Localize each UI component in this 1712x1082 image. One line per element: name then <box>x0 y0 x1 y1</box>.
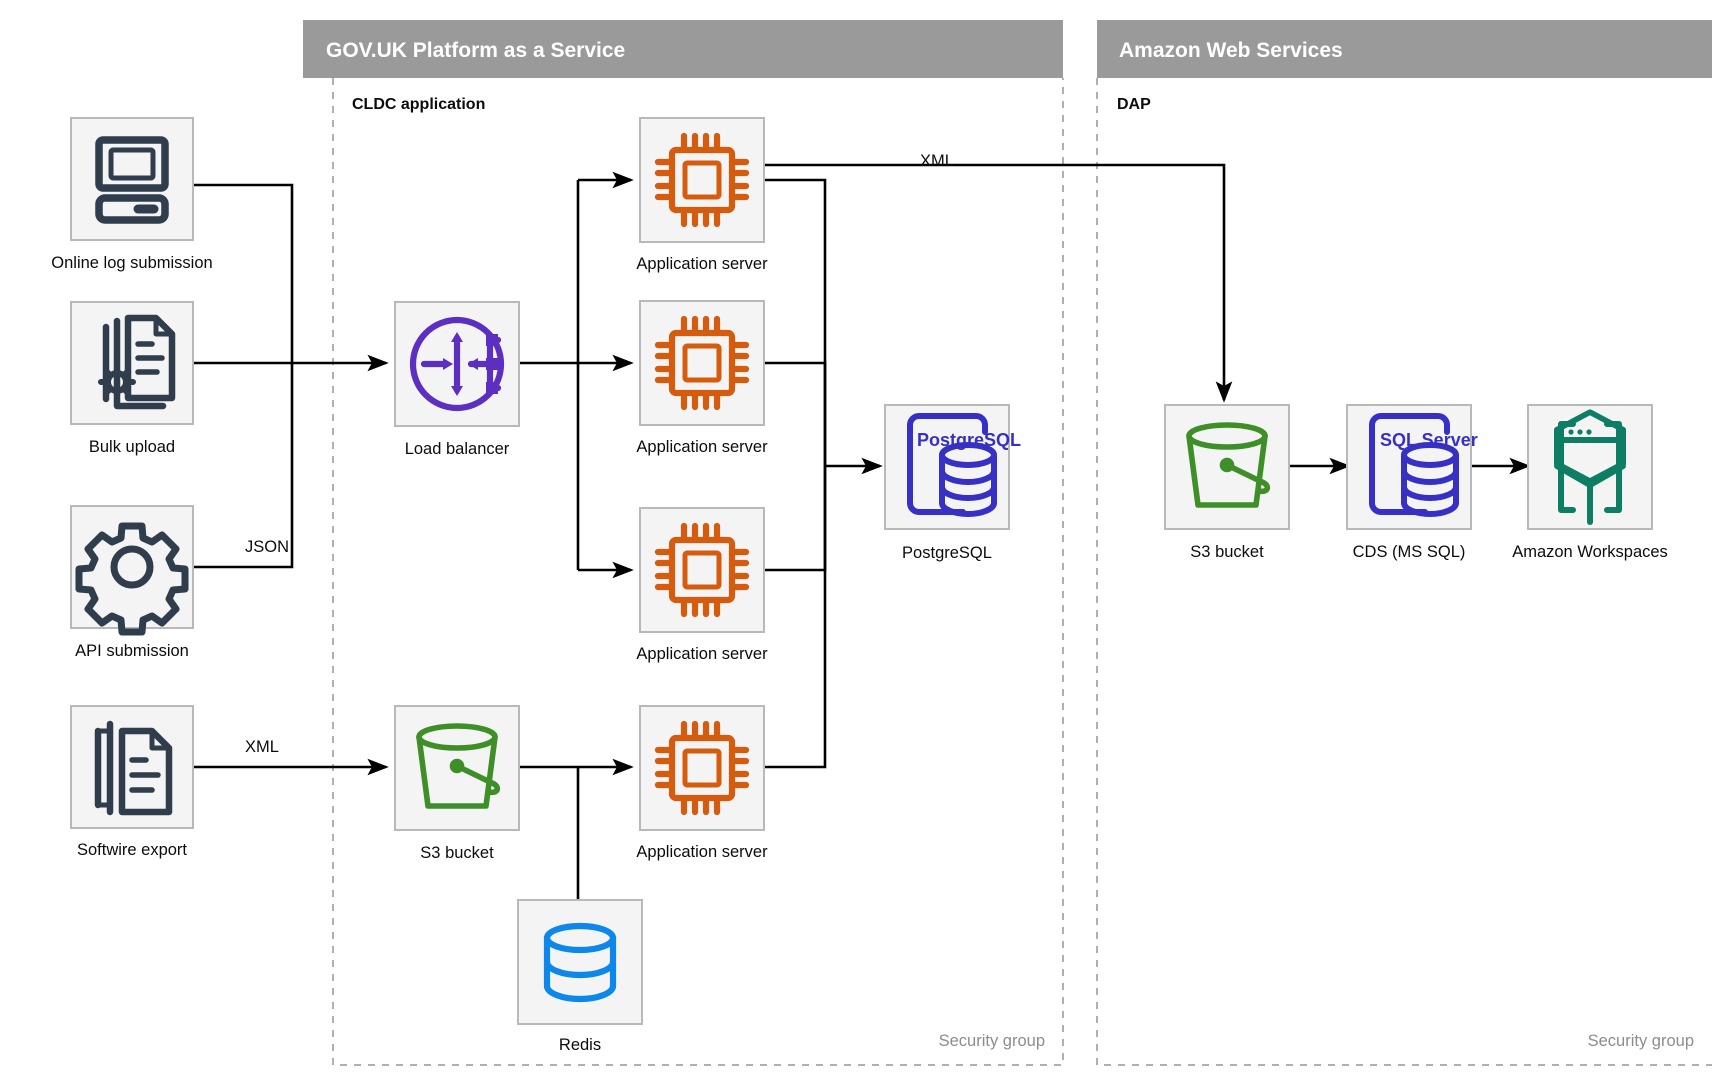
edge-app-server-1-to-dap-s3 <box>762 163 1233 403</box>
app-server-2-label: Application server <box>636 438 768 456</box>
s3-bucket-aws-label: S3 bucket <box>1190 543 1264 561</box>
app-server-4-icon-box <box>639 705 765 831</box>
xml-edge-label-dap: XML <box>920 152 954 170</box>
edge-app-server-3-to-pg-bus <box>762 466 827 572</box>
cds-ms-sql-label: CDS (MS SQL) <box>1353 543 1466 561</box>
aws-security-group-label: Security group <box>1588 1032 1694 1050</box>
bucket-icon <box>416 723 501 809</box>
paas-security-group-boundary <box>332 78 1064 1066</box>
load-balancer-label: Load balancer <box>405 440 510 458</box>
amazon-workspaces-label: Amazon Workspaces <box>1512 543 1668 561</box>
api-submission-label: API submission <box>75 642 189 660</box>
cpu-chip-icon <box>654 315 750 411</box>
documents-gear-icon <box>98 314 176 410</box>
edge-online-log-to-bus <box>193 183 294 363</box>
node-app-server-3[interactable]: Application server <box>636 507 768 663</box>
cpu-chip-icon <box>654 132 750 228</box>
app-server-3-icon-box <box>639 507 765 633</box>
s3-bucket-paas-label: S3 bucket <box>420 844 494 862</box>
node-online-log-submission[interactable]: Online log submission <box>51 117 213 272</box>
redis-label: Redis <box>559 1036 601 1054</box>
json-edge-label: JSON <box>245 538 289 556</box>
redis-icon-box <box>517 899 643 1025</box>
database-cylinder-icon <box>543 922 617 1003</box>
node-postgresql[interactable]: PostgreSQL PostgreSQL <box>884 404 1021 562</box>
node-api-submission[interactable]: API submission <box>70 505 194 660</box>
app-server-1-label: Application server <box>636 255 768 273</box>
app-server-2-icon-box <box>639 300 765 426</box>
node-s3-bucket-paas[interactable]: S3 bucket <box>394 705 520 862</box>
app-server-4-label: Application server <box>636 843 768 861</box>
aws-security-group-boundary <box>1096 78 1712 1066</box>
cpu-chip-icon <box>654 720 750 816</box>
gear-icon <box>75 522 189 636</box>
bucket-icon <box>1186 422 1271 508</box>
online-log-submission-label: Online log submission <box>51 254 212 272</box>
edge-app-server-4-to-pg-bus <box>762 466 827 769</box>
app-server-1-icon-box <box>639 117 765 243</box>
node-redis[interactable]: Redis <box>517 899 643 1054</box>
node-softwire-export[interactable]: Softwire export <box>70 705 194 859</box>
node-s3-bucket-aws[interactable]: S3 bucket <box>1164 404 1290 561</box>
node-app-server-4[interactable]: Application server <box>636 705 768 861</box>
softwire-export-icon-box <box>70 705 194 829</box>
node-app-server-1[interactable]: Application server <box>636 117 768 273</box>
node-bulk-upload[interactable]: Bulk upload <box>70 301 194 456</box>
postgresql-label: PostgreSQL <box>902 544 992 562</box>
workspaces-cube-icon <box>1554 409 1626 525</box>
load-balancer-icon <box>409 316 505 412</box>
sql-server-badge-text: SQL Server <box>1380 430 1478 450</box>
paas-group-header-label: GOV.UK Platform as a Service <box>326 39 625 62</box>
edge-app-server-1-to-pg-bus <box>762 178 827 466</box>
postgresql-icon <box>907 413 997 517</box>
node-amazon-workspaces[interactable]: Amazon Workspaces <box>1512 404 1668 561</box>
desktop-computer-icon <box>95 136 169 224</box>
paas-group-header-bar <box>303 20 1063 78</box>
aws-group-header-bar <box>1097 20 1712 78</box>
postgresql-badge-text: PostgreSQL <box>917 430 1021 450</box>
paas-security-group-label: Security group <box>939 1032 1045 1050</box>
bulk-upload-label: Bulk upload <box>89 438 175 456</box>
edge-app-server-2-to-pg-bus <box>762 361 827 466</box>
app-server-3-label: Application server <box>636 645 768 663</box>
cpu-chip-icon <box>654 522 750 618</box>
node-load-balancer[interactable]: Load balancer <box>394 301 520 458</box>
edge-api-submission-to-bus <box>193 363 294 569</box>
sql-server-icon <box>1369 413 1459 517</box>
softwire-export-label: Softwire export <box>77 841 187 859</box>
paas-subheader-label: CLDC application <box>352 96 485 113</box>
xml-edge-label-softwire: XML <box>245 738 279 756</box>
stacked-documents-icon <box>94 720 173 816</box>
node-cds-ms-sql[interactable]: SQL Server CDS (MS SQL) <box>1346 404 1478 561</box>
node-app-server-2[interactable]: Application server <box>636 300 768 456</box>
aws-group-header-label: Amazon Web Services <box>1119 39 1343 62</box>
aws-subheader-label: DAP <box>1117 96 1151 113</box>
